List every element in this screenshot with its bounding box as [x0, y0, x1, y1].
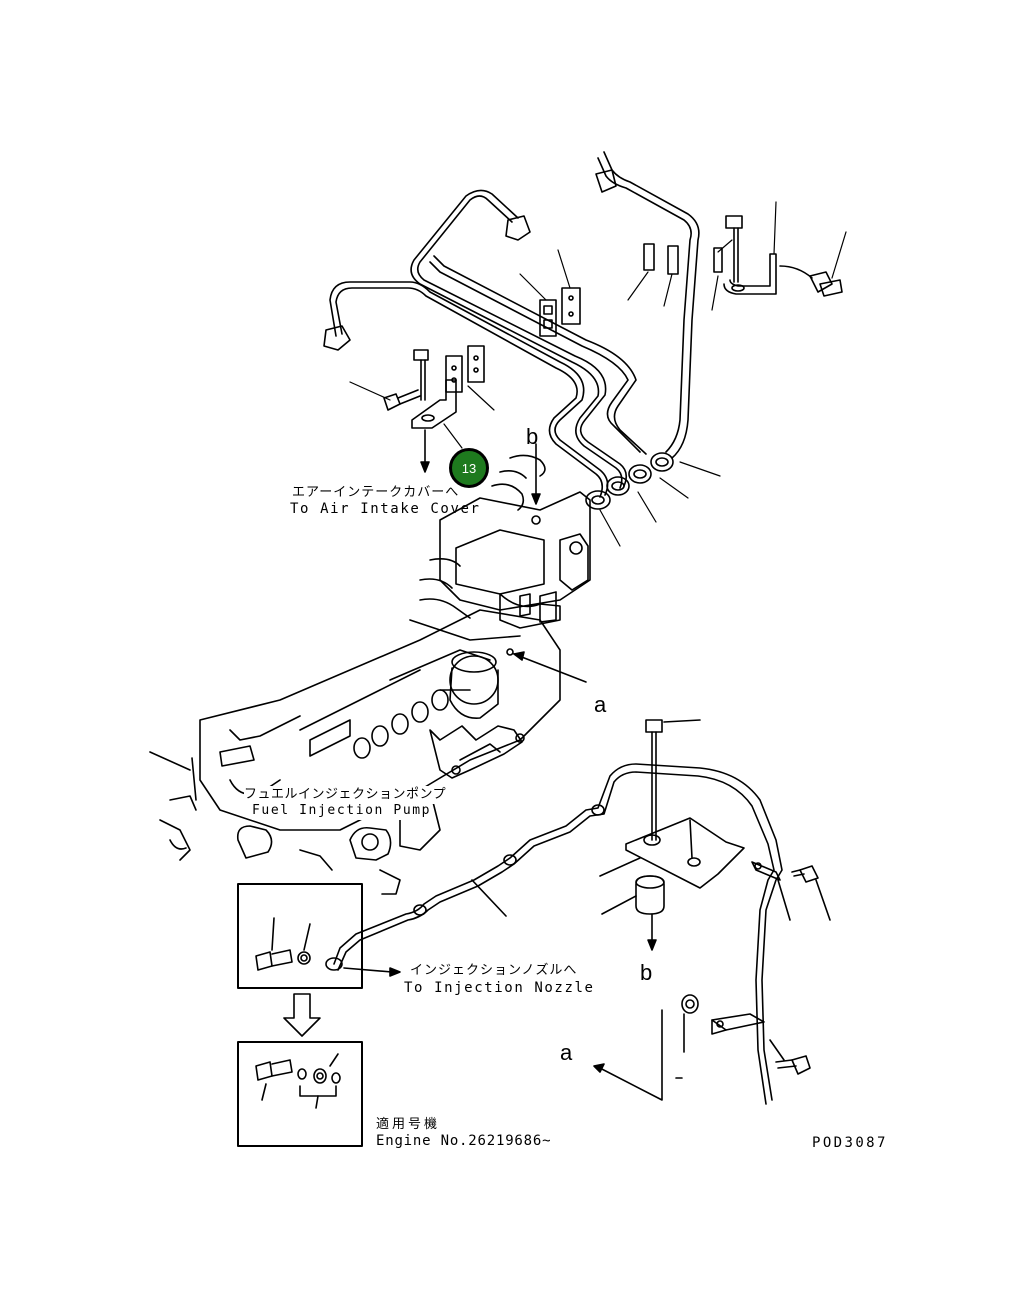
engine-and-pump: [149, 443, 591, 895]
applicable-serial-label-jp: 適用号機: [376, 1117, 441, 1132]
inset-detail-new: [237, 1041, 363, 1147]
leader-lines: [349, 201, 847, 547]
inset-detail-old: [237, 883, 363, 989]
injection-nozzle-label-jp: インジェクションノズルへ: [410, 963, 578, 978]
fuel-pump-label-jp: フュエルインジェクションポンプ: [244, 786, 447, 804]
replacement-arrow: [283, 993, 321, 1037]
fuel-pump-label-en: Fuel Injection Pump: [252, 802, 432, 820]
view-letter-a-bottom: a: [560, 1040, 573, 1065]
injection-nozzle-label-en: To Injection Nozzle: [404, 980, 595, 996]
engine-number-label: Engine No.26219686~: [376, 1133, 552, 1149]
injection-tube-bundle: [323, 151, 700, 510]
view-letter-b-bottom: b: [640, 960, 653, 985]
part-number-13-callout[interactable]: 13: [449, 448, 489, 488]
view-letter-b-top: b: [526, 424, 539, 449]
lower-fuel-tubes: [325, 719, 831, 1105]
air-intake-label-en: To Air Intake Cover: [290, 501, 481, 517]
view-letter-a-middle: a: [594, 692, 607, 717]
clamps-and-bracket: [383, 215, 843, 473]
drawing-code: POD3087: [812, 1135, 888, 1151]
air-intake-label-jp: エアーインテークカバーへ: [292, 485, 460, 500]
